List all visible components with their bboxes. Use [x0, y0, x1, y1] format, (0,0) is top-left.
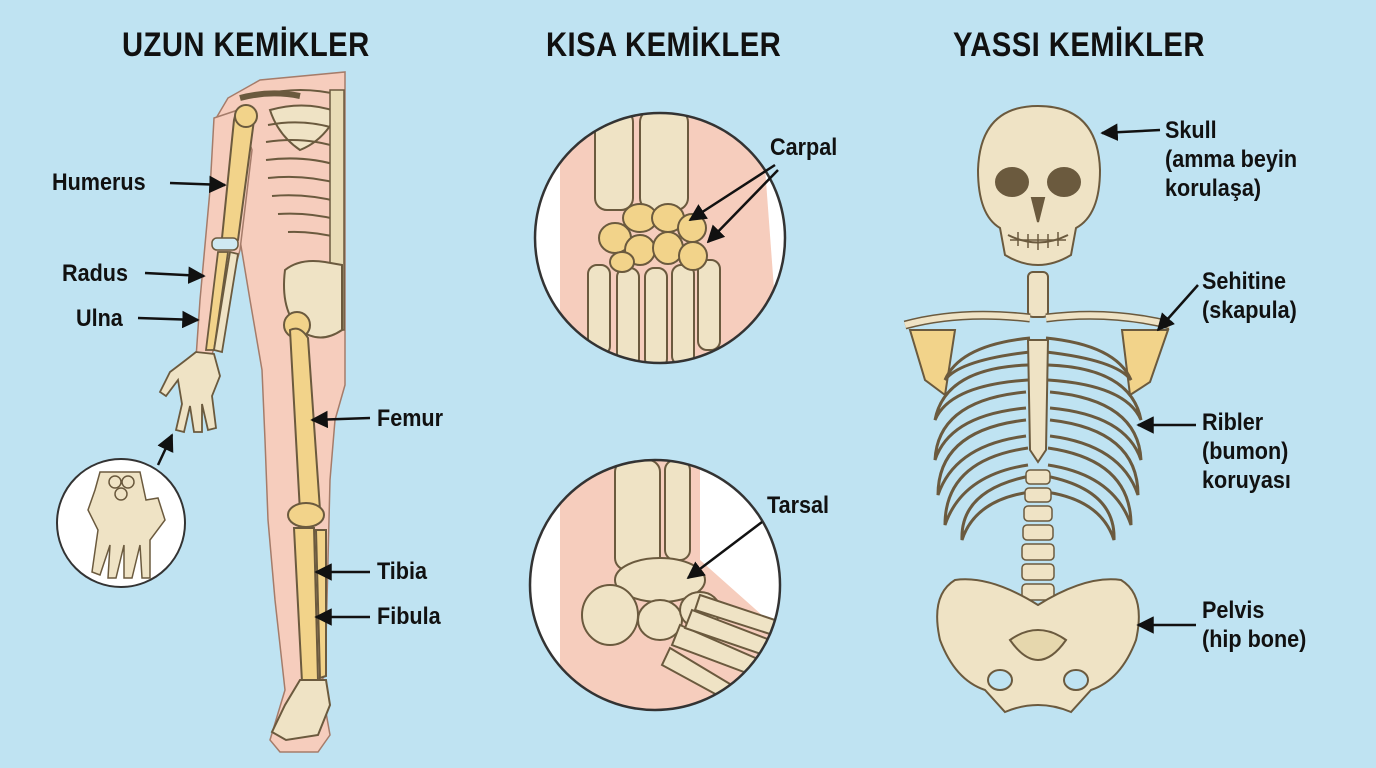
label-skull-line-1: Skull [1165, 117, 1217, 144]
flat-arrows [1100, 123, 1199, 634]
label-radus: Radus [62, 260, 129, 287]
skeleton-figure [903, 104, 1172, 714]
long-arrows [137, 175, 371, 626]
short-arrows [686, 163, 779, 580]
label-ribs-line-1: Ribler [1202, 409, 1264, 436]
label-femur: Femur [377, 405, 444, 432]
label-scapula-line-2: (skapula) [1202, 297, 1297, 324]
hand-inset [87, 471, 166, 579]
wrist-inset [533, 111, 787, 365]
label-pelvis-line-2: (hip bone) [1202, 626, 1307, 653]
clavicle-long [239, 90, 301, 101]
label-ribs: Ribler (bumon) koruyası [1202, 408, 1291, 495]
label-pelvis: Pelvis (hip bone) [1202, 596, 1306, 654]
title-short-bones: KISA KEMİKLER [546, 26, 782, 64]
label-pelvis-line-1: Pelvis [1202, 597, 1265, 624]
label-scapula-line-1: Sehitine [1202, 268, 1287, 295]
label-carpal: Carpal [770, 134, 838, 161]
label-ribs-line-2: (bumon) [1202, 438, 1289, 465]
label-fibula: Fibula [377, 603, 441, 630]
ulna-bone [212, 250, 240, 354]
foot-bones [270, 679, 332, 742]
label-skull-line-2: (amma beyin [1165, 146, 1298, 173]
skull-bone [976, 104, 1102, 266]
label-skull: Skull (amma beyin korulaşa) [1165, 116, 1297, 203]
label-ribs-line-3: koruyası [1202, 467, 1291, 494]
label-tibia: Tibia [377, 558, 428, 585]
sternum [1026, 339, 1050, 464]
title-long-bones: UZUN KEMİKLER [122, 26, 370, 64]
ankle-inset [528, 458, 782, 712]
carpal-bones [598, 203, 708, 273]
scapula-right [1120, 329, 1170, 397]
title-flat-bones: YASSI KEMİKLER [953, 26, 1205, 64]
label-skull-line-3: korulaşa) [1165, 175, 1262, 202]
spine-flat [1021, 469, 1055, 601]
label-humerus: Humerus [52, 169, 146, 196]
long-bones-figure [56, 71, 346, 753]
label-scapula: Sehitine (skapula) [1202, 267, 1297, 325]
scapula-left [908, 329, 957, 397]
label-ulna: Ulna [76, 305, 123, 332]
label-tarsal: Tarsal [767, 492, 830, 519]
femur-bone [288, 327, 322, 514]
hand-bones [158, 351, 221, 434]
